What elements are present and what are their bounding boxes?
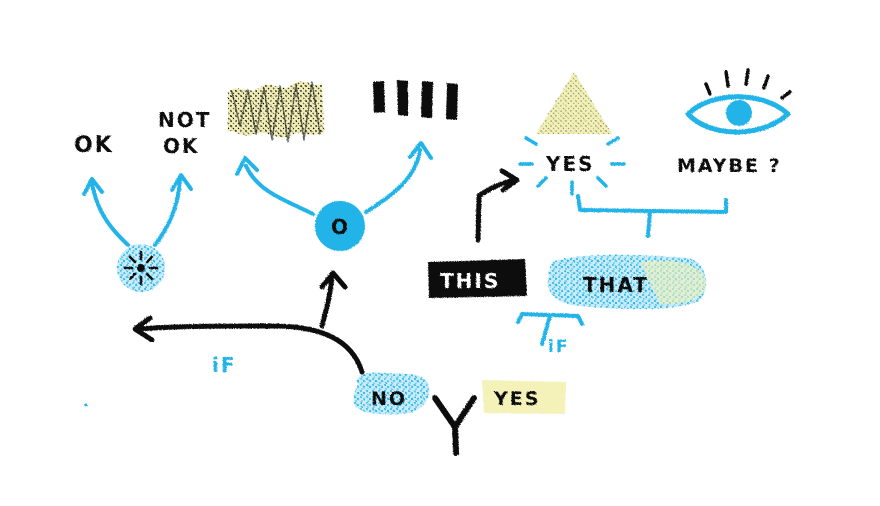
arrow-to-not-ok	[153, 178, 182, 247]
this-label: THIS	[440, 269, 500, 293]
yes-maybe-bracket	[576, 194, 728, 238]
left-branch-arrowhead	[132, 315, 155, 343]
if-left-label: iF	[212, 353, 237, 377]
stray-dot	[84, 403, 88, 407]
black-bars	[373, 80, 458, 120]
maybe-label: MAYBE ?	[677, 155, 782, 177]
eye-icon	[685, 68, 792, 135]
yes-bottom-box	[482, 380, 566, 414]
zigzag-scribble	[228, 81, 324, 143]
arrow-to-ok	[90, 182, 130, 247]
not-ok-line2: OK	[163, 134, 200, 158]
no-label: NO	[371, 388, 407, 410]
arrow-to-bars	[364, 148, 422, 214]
that-label: THAT	[583, 273, 649, 297]
this-box	[428, 259, 527, 298]
this-to-yes-arrow	[475, 177, 517, 243]
center-node	[315, 201, 365, 251]
no-blob	[353, 372, 429, 415]
if-right-label: iF	[548, 337, 569, 357]
not-ok-line1: NOT	[158, 108, 211, 132]
y-label: Y	[439, 450, 443, 452]
up-branch-stem	[319, 273, 335, 329]
yes-bottom-label: YES	[493, 388, 540, 410]
center-node-label: O	[331, 215, 350, 239]
y-fork	[432, 395, 477, 456]
up-branch-arrowhead	[319, 270, 348, 290]
if-bracket	[516, 312, 584, 346]
starburst-node	[117, 244, 165, 292]
ok-label: OK	[74, 133, 114, 158]
arrow-to-zigzag	[244, 164, 315, 216]
yes-top-label: YES	[545, 152, 595, 176]
left-branch-curve	[135, 323, 365, 375]
yes-rays	[518, 136, 626, 196]
